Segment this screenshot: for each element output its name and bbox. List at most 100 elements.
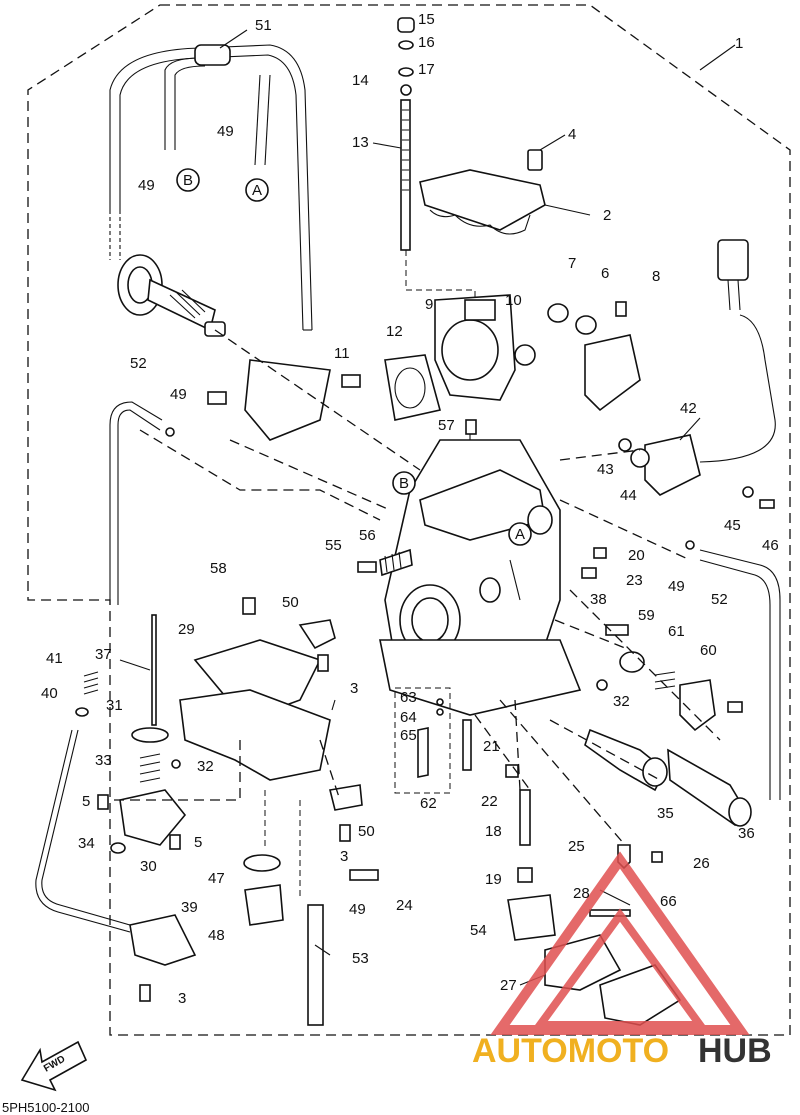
part-label-11: 11 xyxy=(334,345,350,362)
part-label-38: 38 xyxy=(590,591,607,608)
cover-30 xyxy=(119,789,187,846)
part-label-13: 13 xyxy=(352,134,369,151)
drawing-code: 5PH5100-2100 xyxy=(2,1100,89,1115)
pin-28 xyxy=(589,909,631,917)
assembly-boundary xyxy=(27,4,791,1036)
connector-label-b-1: B xyxy=(183,172,193,189)
part-label-8: 8 xyxy=(652,268,660,285)
part-label-51: 51 xyxy=(255,17,272,34)
part-label-46: 46 xyxy=(762,537,779,554)
needle-jet-18 xyxy=(519,789,531,846)
part-label-27: 27 xyxy=(500,977,517,994)
oring-32-right xyxy=(596,679,608,691)
leader-lines-left xyxy=(139,329,421,521)
part-label-35: 35 xyxy=(657,805,674,822)
part-label-43: 43 xyxy=(597,461,614,478)
watermark-logo xyxy=(490,851,750,1035)
part-label-30: 30 xyxy=(140,858,157,875)
connector-b-body xyxy=(392,471,416,495)
screw-36-head xyxy=(728,797,752,827)
clip-49-left xyxy=(165,427,175,437)
part-label-65: 65 xyxy=(400,727,417,744)
screw-5b xyxy=(169,834,181,850)
part-label-14: 14 xyxy=(352,72,369,89)
part-label-34: 34 xyxy=(78,835,95,852)
part-label-36: 36 xyxy=(738,825,755,842)
part-label-39: 39 xyxy=(181,899,198,916)
jet-62 xyxy=(417,727,429,778)
spring-41 xyxy=(83,671,99,695)
leader-drain xyxy=(264,790,301,900)
part-label-4: 4 xyxy=(568,126,576,143)
hose-52-right xyxy=(699,549,781,800)
part-label-44: 44 xyxy=(620,487,637,504)
screw-24 xyxy=(349,869,379,881)
part-label-48: 48 xyxy=(208,927,225,944)
part-label-28: 28 xyxy=(573,885,590,902)
part-label-16: 16 xyxy=(418,34,435,51)
part-label-45: 45 xyxy=(724,517,741,534)
part-59 xyxy=(619,651,645,673)
screws-55-56 xyxy=(357,548,413,577)
part-label-49-4: 49 xyxy=(668,578,685,595)
screw-38 xyxy=(605,624,629,636)
connector-label-b-2: B xyxy=(399,475,409,492)
clip-49-right xyxy=(685,540,695,550)
part-label-49: 49 xyxy=(217,123,234,140)
needle-37 xyxy=(131,614,169,743)
part-label-52-2: 52 xyxy=(711,591,728,608)
part-label-7: 7 xyxy=(568,255,576,272)
part-label-23: 23 xyxy=(626,572,643,589)
leader-53 xyxy=(314,944,331,956)
part-label-58: 58 xyxy=(210,560,227,577)
screw-5a xyxy=(97,794,109,810)
part-label-24: 24 xyxy=(396,897,413,914)
part-label-26: 26 xyxy=(693,855,710,872)
part-label-54: 54 xyxy=(470,922,487,939)
lever-bracket xyxy=(244,359,331,441)
part-label-53: 53 xyxy=(352,950,369,967)
part-label-37: 37 xyxy=(95,646,112,663)
part-label-41: 41 xyxy=(46,650,63,667)
screw-20 xyxy=(593,547,607,559)
part-label-60: 60 xyxy=(700,642,717,659)
part-label-15: 15 xyxy=(418,11,435,28)
sensor-27b xyxy=(599,964,682,1026)
part-26 xyxy=(651,851,663,863)
part-label-25: 25 xyxy=(568,838,585,855)
oring-32-left xyxy=(171,759,181,769)
part-label-55: 55 xyxy=(325,537,342,554)
part-label-2: 2 xyxy=(603,207,611,224)
vent-hose-51 xyxy=(109,44,313,331)
carburetor-body xyxy=(379,419,582,716)
cover-60 xyxy=(679,679,716,732)
leader-1 xyxy=(699,44,736,71)
part-label-49-2: 49 xyxy=(138,177,155,194)
leader-28 xyxy=(599,889,631,906)
connector-a-top xyxy=(245,178,269,202)
oring-47 xyxy=(243,854,281,872)
leader-lines-right xyxy=(554,449,721,741)
part-label-40: 40 xyxy=(41,685,58,702)
part-label-61: 61 xyxy=(668,623,685,640)
leader-3 xyxy=(331,699,336,711)
part-label-20: 20 xyxy=(628,547,645,564)
part-label-10: 10 xyxy=(505,292,522,309)
throttle-body-9 xyxy=(434,294,536,401)
plate-12 xyxy=(384,354,441,421)
watermark-text-1: AUTOMOTO xyxy=(472,1032,669,1070)
part-label-66: 66 xyxy=(660,893,677,910)
part-label-49-3: 49 xyxy=(170,386,187,403)
spring-61 xyxy=(654,671,676,690)
lever-screw xyxy=(207,391,227,405)
throttle-shaft-assembly xyxy=(117,254,226,337)
part-label-52: 52 xyxy=(130,355,147,372)
hose-53 xyxy=(307,904,324,1026)
leader-4 xyxy=(539,134,566,151)
float-chamber-29 xyxy=(179,597,331,781)
part-64 xyxy=(436,708,444,716)
part-label-42: 42 xyxy=(680,400,697,417)
part-label-50-2: 50 xyxy=(358,823,375,840)
